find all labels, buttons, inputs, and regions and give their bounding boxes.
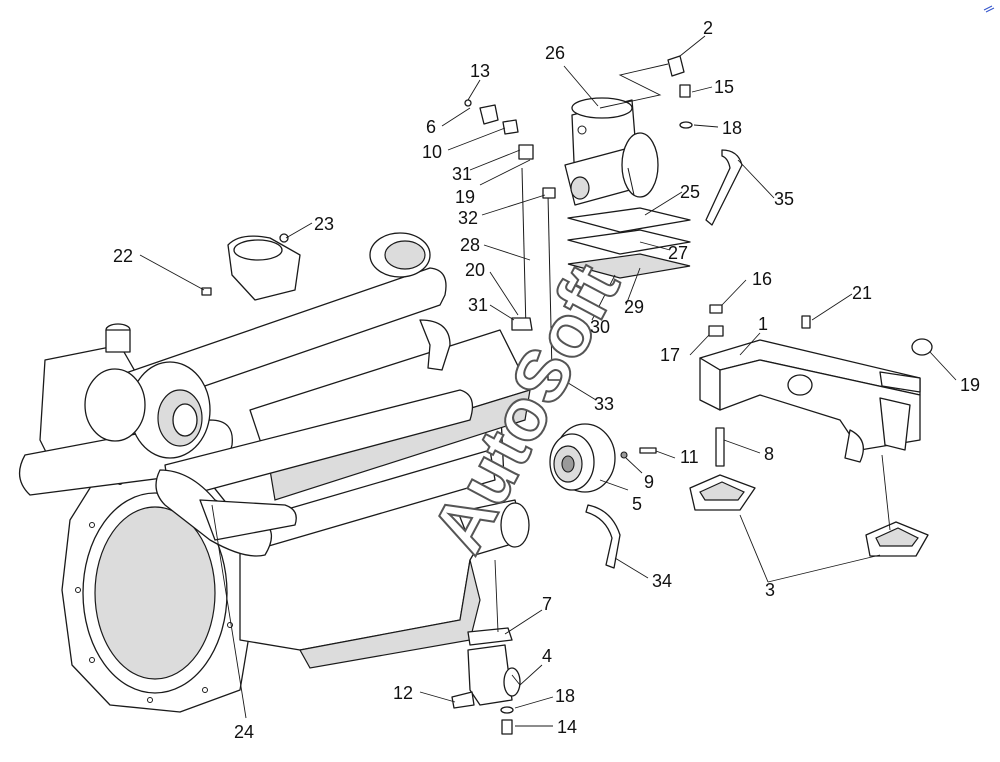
callout-1: 1 — [758, 314, 768, 334]
small-fittings — [201, 55, 693, 296]
callout-32: 32 — [458, 208, 478, 228]
callout-31-top: 31 — [452, 164, 472, 184]
callout-29: 29 — [624, 297, 644, 317]
callout-35: 35 — [774, 189, 794, 209]
callout-20: 20 — [465, 260, 485, 280]
air-cleaner-26 — [564, 97, 659, 206]
callout-30: 30 — [590, 317, 610, 337]
gasket-stack — [567, 207, 691, 279]
callout-9: 9 — [644, 472, 654, 492]
front-support-1 — [699, 339, 921, 463]
air-hose-35 — [705, 149, 743, 226]
callout-31-bottom: 31 — [468, 295, 488, 315]
callout-18-bottom: 18 — [555, 686, 575, 706]
corner-mark — [983, 5, 995, 13]
callout-15: 15 — [714, 77, 734, 97]
callout-28: 28 — [460, 235, 480, 255]
callout-8: 8 — [764, 444, 774, 464]
engine-assembly — [18, 232, 531, 713]
callout-17: 17 — [660, 345, 680, 365]
callout-23: 23 — [314, 214, 334, 234]
callout-12: 12 — [393, 683, 413, 703]
callout-24: 24 — [234, 722, 254, 742]
callout-10: 10 — [422, 142, 442, 162]
callout-4: 4 — [542, 646, 552, 666]
housing-4 — [451, 627, 521, 735]
callout-3: 3 — [765, 580, 775, 600]
callout-26: 26 — [545, 43, 565, 63]
bolt-11 — [639, 447, 657, 454]
callout-22: 22 — [113, 246, 133, 266]
callout-14: 14 — [557, 717, 577, 737]
belt-34 — [585, 504, 621, 569]
washer-9 — [620, 451, 628, 459]
leader-lines — [139, 35, 957, 727]
callout-25: 25 — [680, 182, 700, 202]
callout-16: 16 — [752, 269, 772, 289]
callout-18-top: 18 — [722, 118, 742, 138]
callout-2: 2 — [703, 18, 713, 38]
callout-6: 6 — [426, 117, 436, 137]
pulley-5 — [549, 423, 616, 493]
callout-13: 13 — [470, 61, 490, 81]
callout-11: 11 — [680, 447, 699, 467]
callout-19-left: 19 — [455, 187, 475, 207]
callout-21: 21 — [852, 283, 872, 303]
callout-33: 33 — [594, 394, 614, 414]
ring-19 — [911, 338, 933, 356]
bolt-21 — [801, 315, 811, 329]
rubber-mounts-3 — [689, 474, 929, 557]
stud-8 — [715, 427, 725, 467]
breather-pipes — [511, 144, 563, 381]
callout-19-right: 19 — [960, 375, 980, 395]
callout-5: 5 — [632, 494, 642, 514]
callout-34: 34 — [652, 571, 672, 591]
callout-27: 27 — [668, 243, 688, 263]
nut-16 — [709, 304, 723, 314]
washer-17 — [708, 325, 724, 337]
callout-labels: 1 2 3 4 5 6 7 8 9 10 11 12 13 14 15 16 1… — [113, 18, 980, 742]
callout-7: 7 — [542, 594, 552, 614]
